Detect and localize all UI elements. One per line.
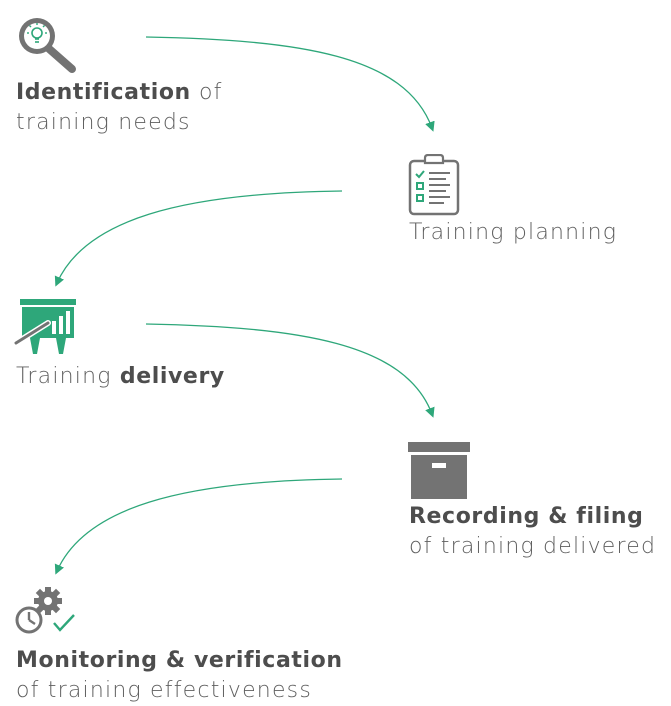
step-monitoring-label: Monitoring & verification of training ef…	[16, 646, 343, 706]
gear-clock-check-icon	[15, 587, 75, 634]
arrow-2-to-3	[54, 190, 343, 287]
step-monitoring-subtitle: of training effectiveness	[16, 678, 313, 703]
step-recording-title: Recording & filing	[409, 504, 644, 529]
arrow-4-to-5	[54, 478, 343, 575]
presentation-board-icon	[14, 299, 76, 354]
magnifier-lightbulb-icon	[19, 18, 76, 73]
arrow-1-to-2	[145, 36, 435, 132]
step-delivery-title-bold: delivery	[119, 364, 225, 389]
step-delivery-title-plain: Training	[16, 364, 120, 389]
step-recording-label: Recording & filing of training delivered	[409, 502, 656, 562]
step-identification-title-rest: of	[190, 80, 223, 105]
archive-box-icon	[408, 442, 470, 499]
step-delivery-label: Training delivery	[16, 362, 225, 392]
step-identification-title: Identification	[16, 80, 191, 105]
arrow-3-to-4	[145, 323, 435, 418]
step-planning-label: Training planning	[409, 220, 618, 245]
step-identification-label: Identification of training needs	[16, 78, 223, 138]
step-identification-subtitle: training needs	[16, 110, 191, 135]
step-recording-subtitle: of training delivered	[409, 534, 657, 559]
step-monitoring-title: Monitoring & verification	[16, 648, 343, 673]
clipboard-checklist-icon	[408, 154, 460, 216]
